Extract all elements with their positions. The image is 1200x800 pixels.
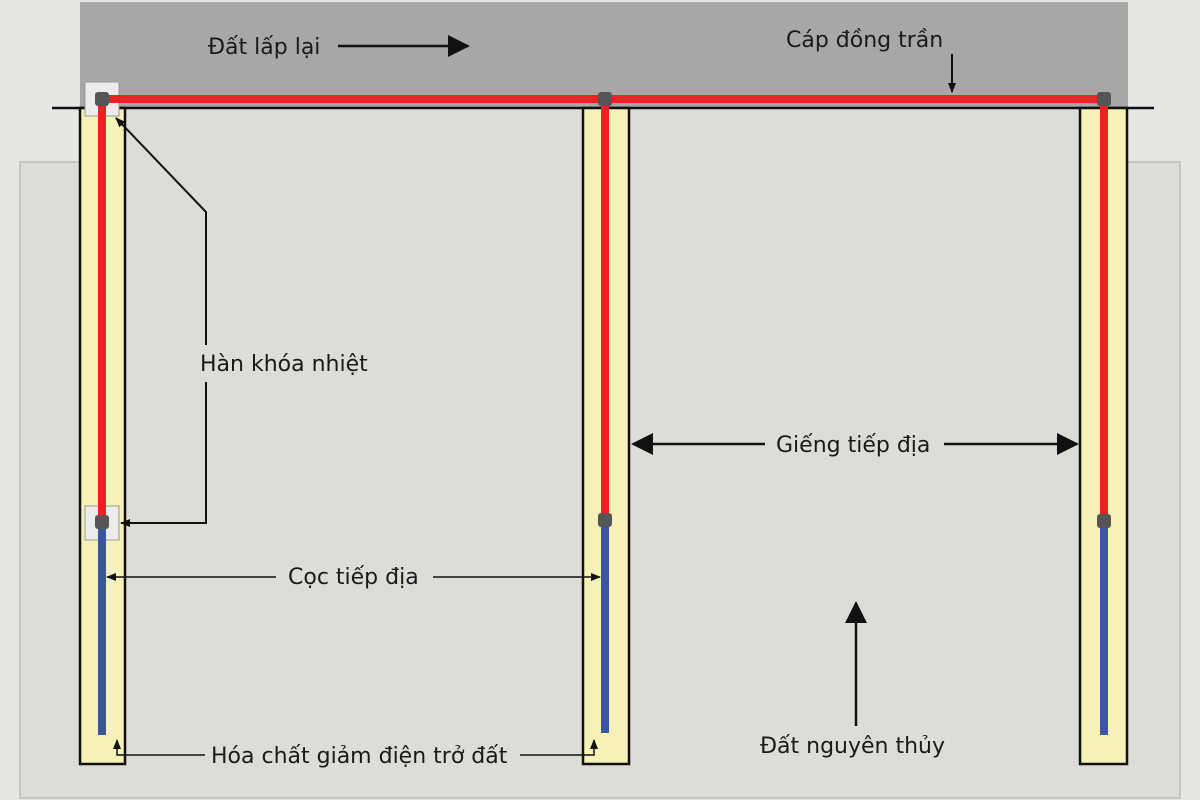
native-soil-label: Đất nguyên thủy	[760, 734, 945, 759]
ground-rod-label: Cọc tiếp địa	[288, 565, 419, 590]
weld-node	[1097, 92, 1111, 106]
weld-node	[598, 92, 612, 106]
chemical-leader-right	[520, 739, 598, 756]
enhancement-chemical-label: Hóa chất giảm điện trở đất	[211, 744, 508, 769]
weld-node	[95, 515, 109, 529]
ground-well-label: Giếng tiếp địa	[776, 433, 930, 458]
weld-node	[1097, 514, 1111, 528]
weld-node	[598, 513, 612, 527]
backfill-label: Đất lấp lại	[208, 35, 320, 60]
weld-node	[95, 92, 109, 106]
weld-leader-top	[115, 117, 207, 345]
copper-cable-label: Cáp đồng trần	[786, 28, 943, 53]
weld-leader-bottom	[120, 382, 207, 527]
exothermic-weld-label: Hàn khóa nhiệt	[200, 352, 368, 377]
chemical-leader-left	[113, 739, 205, 756]
